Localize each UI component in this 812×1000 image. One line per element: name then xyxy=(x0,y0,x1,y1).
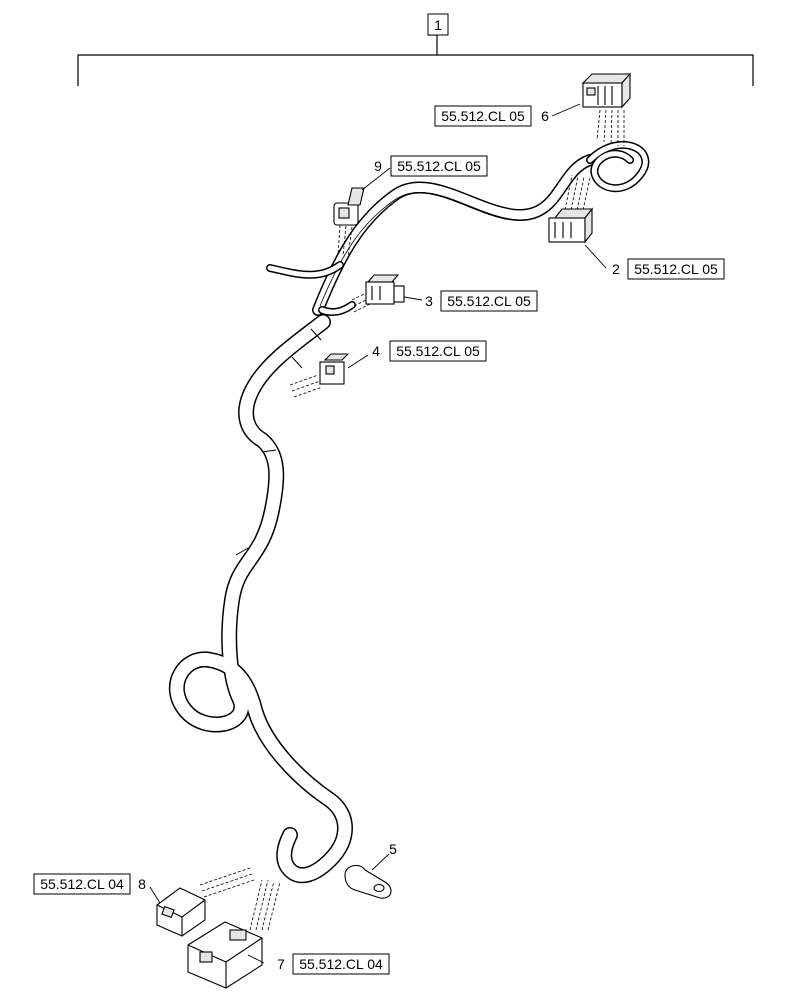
callout-3: 3 55.512.CL 05 xyxy=(425,290,538,312)
callout-4: 4 55.512.CL 05 xyxy=(372,340,487,362)
connector-6 xyxy=(581,72,632,109)
callout-8-number: 8 xyxy=(138,876,146,892)
connector-4 xyxy=(319,353,350,385)
callout-5-number: 5 xyxy=(389,841,397,857)
callout-6: 55.512.CL 05 6 xyxy=(434,105,549,127)
leader-lines xyxy=(149,103,607,964)
callout-7: 7 55.512.CL 04 xyxy=(277,953,390,975)
callout-9: 9 55.512.CL 05 xyxy=(374,155,488,177)
callout-6-ref: 55.512.CL 05 xyxy=(441,108,525,124)
callout-9-ref: 55.512.CL 05 xyxy=(397,158,481,174)
callout-7-ref: 55.512.CL 04 xyxy=(299,956,383,972)
callout-3-ref: 55.512.CL 05 xyxy=(447,293,531,309)
callout-4-number: 4 xyxy=(372,343,380,359)
callout-9-number: 9 xyxy=(374,158,382,174)
callout-5: 5 xyxy=(389,841,397,857)
connector-2 xyxy=(548,207,594,244)
wire-leads xyxy=(199,109,625,931)
connector-8 xyxy=(156,887,206,937)
connector-3 xyxy=(365,274,405,305)
connector-7 xyxy=(187,921,263,989)
callout-2: 2 55.512.CL 05 xyxy=(612,258,725,280)
assembly-item-label: 1 xyxy=(427,13,449,36)
callout-3-number: 3 xyxy=(425,293,433,309)
assembly-bracket xyxy=(77,34,754,86)
harness-upper-branch xyxy=(266,140,650,317)
assembly-item-number: 1 xyxy=(434,17,442,33)
callout-2-number: 2 xyxy=(612,261,620,277)
callout-2-ref: 55.512.CL 05 xyxy=(634,261,718,277)
callout-8-ref: 55.512.CL 04 xyxy=(40,876,124,892)
connector-9 xyxy=(333,187,365,226)
ring-clamp-5 xyxy=(344,864,392,899)
callout-7-number: 7 xyxy=(277,956,285,972)
callout-8: 55.512.CL 04 8 xyxy=(33,873,146,895)
harness-trunk xyxy=(168,314,353,884)
callout-4-ref: 55.512.CL 05 xyxy=(396,343,480,359)
callout-6-number: 6 xyxy=(541,108,549,124)
